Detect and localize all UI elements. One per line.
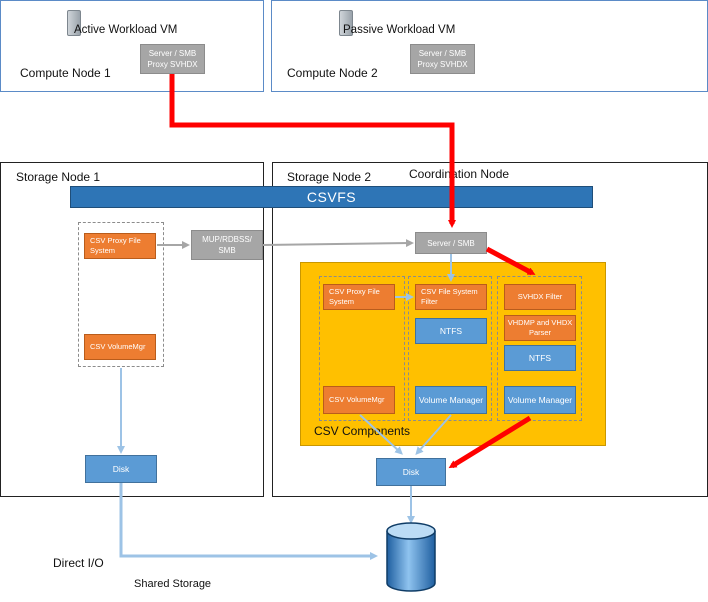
- active-vm-label: Active Workload VM: [74, 24, 178, 36]
- compute-node-1-box: [0, 0, 264, 92]
- col3-volume-manager: Volume Manager: [504, 386, 576, 414]
- vm-server-icon-2: [339, 10, 353, 36]
- proxy-svhdx-2: Server / SMB Proxy SVHDX: [410, 44, 475, 74]
- passive-vm-label: Passive Workload VM: [343, 24, 456, 36]
- storage-node-1-box: [0, 162, 264, 497]
- sn1-csv-proxy-fs: CSV Proxy File System: [84, 233, 156, 259]
- vm-server-icon-1: [67, 10, 81, 36]
- direct-io-path: [119, 483, 378, 560]
- storage-node-1-label: Storage Node 1: [16, 170, 101, 184]
- sn1-csv-volumemgr: CSV VolumeMgr: [84, 334, 156, 360]
- red-arrow-server-to-svhdx: [485, 246, 536, 276]
- sn1-csv-dashed-group: [78, 222, 164, 367]
- gray-arrow-mup-to-server: [262, 239, 414, 248]
- compute-node-2-label: Compute Node 2: [287, 66, 378, 80]
- blue-arrow-sn2-volmgr-to-disk: [359, 414, 403, 455]
- csv-components-label: CSV Components: [314, 424, 411, 438]
- red-path-compute-to-server: [169, 74, 456, 228]
- svhdx-filter: SVHDX Filter: [504, 284, 576, 310]
- shared-storage-label: Shared Storage: [134, 578, 212, 590]
- shared-storage-cylinder: [386, 522, 436, 592]
- sn2-disk: Disk: [376, 458, 446, 486]
- storage-node-2-label: Storage Node 2: [287, 170, 372, 184]
- col2-ntfs: NTFS: [415, 318, 487, 344]
- csv-fs-filter: CSV File System Filter: [415, 284, 487, 310]
- sn2-col1-dashed: [319, 276, 405, 421]
- col2-volume-manager: Volume Manager: [415, 386, 487, 414]
- col3-ntfs: NTFS: [504, 345, 576, 371]
- direct-io-label: Direct I/O: [53, 556, 104, 570]
- compute-node-1-label: Compute Node 1: [20, 66, 111, 80]
- sn2-csv-volumemgr: CSV VolumeMgr: [323, 386, 395, 414]
- sn2-server-smb: Server / SMB: [415, 232, 487, 254]
- sn2-col3-dashed: [497, 276, 582, 421]
- red-arrow-volmgr-to-disk: [448, 415, 532, 469]
- sn2-csv-proxy-fs: CSV Proxy File System: [323, 284, 395, 310]
- proxy-svhdx-1: Server / SMB Proxy SVHDX: [140, 44, 205, 74]
- mup-rdbss-smb: MUP/RDBSS/ SMB: [191, 230, 263, 260]
- csvfs-bar: CSVFS: [70, 186, 593, 208]
- coordination-node-label: Coordination Node: [409, 167, 510, 181]
- blue-arrow-col2-volmgr-to-disk: [415, 414, 452, 455]
- vhdmp-parser: VHDMP and VHDX Parser: [504, 315, 576, 341]
- sn1-disk: Disk: [85, 455, 157, 483]
